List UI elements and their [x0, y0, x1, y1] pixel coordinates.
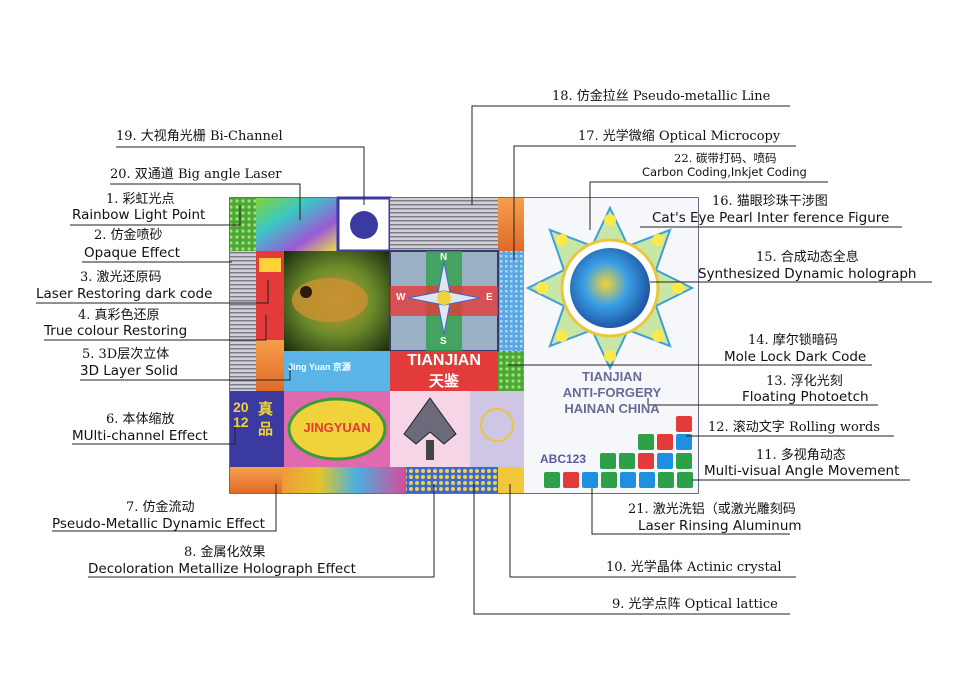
label-9: 9. 光学点阵 Optical lattice: [612, 597, 778, 612]
color-square: [658, 472, 674, 488]
label-3-cn: 3. 激光还原码: [80, 270, 162, 285]
label-1-cn: 1. 彩虹光点: [106, 192, 175, 207]
label-17: 17. 光学微缩 Optical Microcopy: [578, 129, 781, 144]
color-square: [657, 453, 673, 469]
label-8-cn: 8. 金属化效果: [184, 545, 266, 560]
color-square: [619, 453, 635, 469]
color-square: [620, 472, 636, 488]
label-18: 18. 仿金拉丝 Pseudo-metallic Line: [552, 89, 771, 104]
label-14-cn: 14. 摩尔锁暗码: [748, 333, 838, 348]
label-7-cn: 7. 仿金流动: [126, 500, 195, 515]
label-11-cn: 11. 多视角动态: [756, 448, 846, 463]
year-text: 2012: [233, 399, 249, 430]
color-square: [639, 472, 655, 488]
label-4-en: True colour Restoring: [44, 323, 188, 339]
label-6-cn: 6. 本体缩放: [106, 412, 175, 427]
color-square: [638, 453, 654, 469]
label-16-en: Cat's Eye Pearl Inter ference Figure: [652, 210, 890, 226]
compass-n: N: [440, 252, 448, 263]
label-2-en: Opaque Effect: [84, 245, 181, 261]
color-square: [544, 472, 560, 488]
label-13-cn: 13. 浮化光刻: [766, 374, 843, 389]
anti-forgery-line-1: TIANJIAN: [582, 369, 642, 384]
color-square: [676, 416, 692, 432]
label-15-en: Synthesized Dynamic holograph: [698, 266, 917, 282]
tianjian-text: TIANJIAN: [407, 352, 481, 369]
compass-w: W: [396, 292, 406, 303]
label-6-en: MUlti-channel Effect: [72, 428, 208, 444]
label-13-en: Floating Photoetch: [742, 389, 869, 405]
microtext-strip: Jing Yuan 京源: [288, 362, 351, 372]
label-5-cn: 5. 3D层次立体: [82, 347, 170, 362]
label-15-cn: 15. 合成动态全息: [756, 250, 859, 265]
label-8-en: Decoloration Metallize Holograph Effect: [88, 561, 356, 577]
color-square: [677, 472, 693, 488]
year-word-text: 真品: [258, 401, 274, 438]
label-4-cn: 4. 真彩色还原: [78, 308, 160, 323]
label-11-en: Multi-visual Angle Movement: [704, 463, 900, 479]
color-square: [676, 453, 692, 469]
label-2-cn: 2. 仿金喷砂: [94, 228, 163, 243]
label-16-cn: 16. 猫眼珍珠干涉图: [712, 194, 828, 209]
label-21-cn: 21. 激光洗铝（或激光雕刻码: [628, 502, 796, 517]
anti-forgery-line-2: ANTI-FORGERY: [562, 385, 662, 400]
label-21-en: Laser Rinsing Aluminum: [638, 518, 802, 534]
color-square: [600, 453, 616, 469]
color-square: [657, 434, 673, 450]
leader-lines: [36, 105, 932, 615]
label-14-en: Mole Lock Dark Code: [724, 349, 867, 365]
compass-e: E: [486, 292, 493, 303]
color-square: [638, 434, 654, 450]
tianjian-cn-text: 天鉴: [428, 373, 459, 390]
label-12: 12. 滚动文字 Rolling words: [708, 420, 881, 435]
color-square: [582, 472, 598, 488]
color-squares: [544, 416, 693, 488]
color-square: [563, 472, 579, 488]
label-20: 20. 双通道 Big angle Laser: [110, 167, 282, 182]
label-7-en: Pseudo-Metallic Dynamic Effect: [52, 516, 265, 532]
anti-forgery-line-3: HAINAN CHINA: [564, 401, 660, 416]
color-square: [601, 472, 617, 488]
label-19: 19. 大视角光栅 Bi-Channel: [116, 129, 283, 144]
label-10: 10. 光学晶体 Actinic crystal: [606, 560, 782, 575]
label-3-en: Laser Restoring dark code: [36, 286, 213, 302]
code-text: ABC123: [540, 452, 587, 466]
label-22-en: Carbon Coding,Inkjet Coding: [642, 165, 807, 179]
color-square: [676, 434, 692, 450]
compass-s: S: [440, 336, 447, 347]
label-22-cn: 22. 碳带打码、喷码: [674, 151, 777, 165]
label-1-en: Rainbow Light Point: [72, 207, 206, 223]
label-5-en: 3D Layer Solid: [80, 363, 179, 379]
jingyuan-text: JINGYUAN: [303, 420, 371, 435]
